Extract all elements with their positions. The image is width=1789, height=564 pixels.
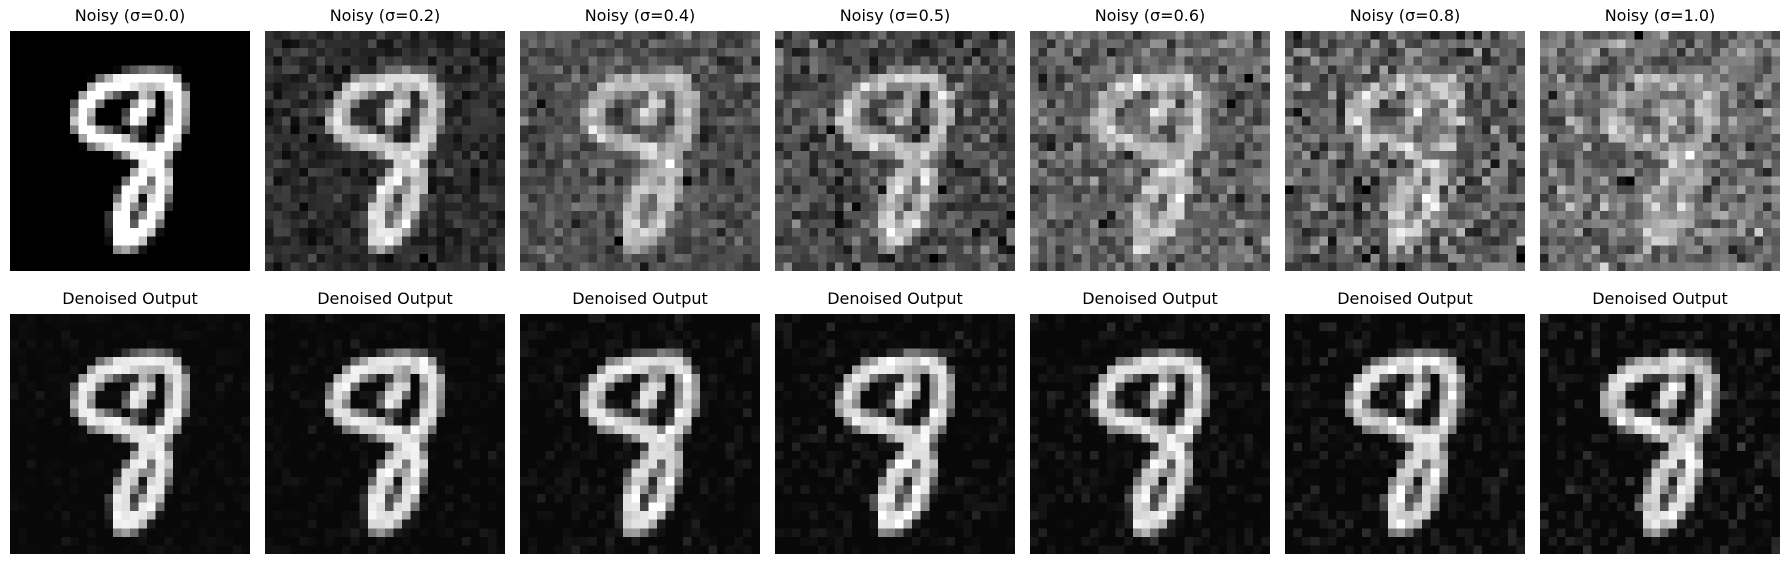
denoised-digit-image: [10, 314, 250, 554]
panel-title: Noisy (σ=1.0): [1604, 6, 1716, 25]
panel-title: Noisy (σ=0.2): [329, 6, 441, 25]
panel-title: Noisy (σ=0.0): [74, 6, 186, 25]
panel-title: Denoised Output: [317, 289, 453, 308]
panel-title: Denoised Output: [62, 289, 198, 308]
noisy-digit-image: [1285, 31, 1525, 271]
panel-title: Denoised Output: [1592, 289, 1728, 308]
noisy-digit-image: [1030, 31, 1270, 271]
panel-title: Noisy (σ=0.8): [1349, 6, 1461, 25]
noisy-digit-image: [775, 31, 1015, 271]
panel-title: Noisy (σ=0.4): [584, 6, 696, 25]
denoised-digit-image: [775, 314, 1015, 554]
noisy-digit-image: [265, 31, 505, 271]
denoised-digit-image: [1030, 314, 1270, 554]
panel-title: Noisy (σ=0.6): [1094, 6, 1206, 25]
denoised-digit-image: [265, 314, 505, 554]
denoised-digit-image: [1540, 314, 1780, 554]
noisy-digit-image: [520, 31, 760, 271]
panel-title: Denoised Output: [827, 289, 963, 308]
denoised-digit-image: [1285, 314, 1525, 554]
denoised-digit-image: [520, 314, 760, 554]
panel-title: Denoised Output: [572, 289, 708, 308]
noisy-digit-image: [1540, 31, 1780, 271]
panel-title: Denoised Output: [1082, 289, 1218, 308]
panel-title: Denoised Output: [1337, 289, 1473, 308]
noisy-digit-image: [10, 31, 250, 271]
panel-title: Noisy (σ=0.5): [839, 6, 951, 25]
